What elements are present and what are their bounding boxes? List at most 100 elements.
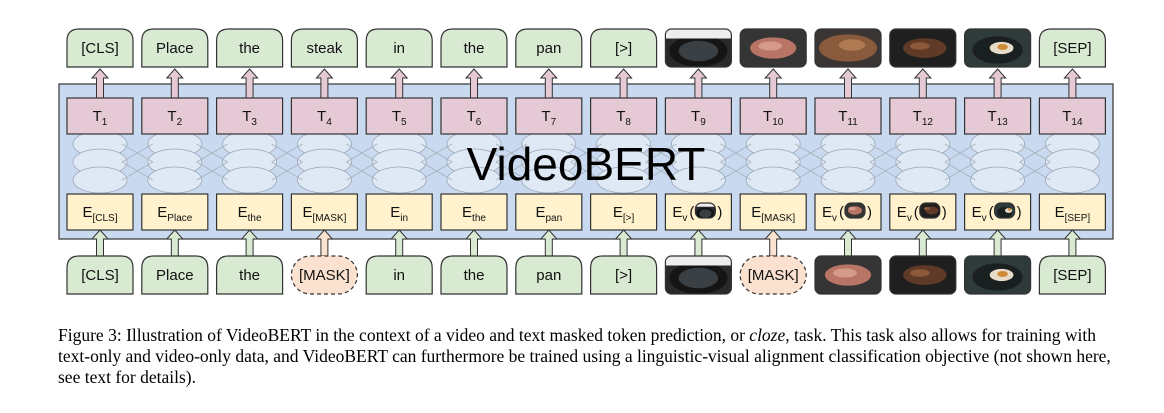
hidden-state: T8	[589, 97, 658, 135]
figure-caption: Figure 3: Illustration of VideoBERT in t…	[58, 325, 1118, 388]
attention-link	[1019, 143, 1051, 163]
output-token: [SEP]	[1038, 28, 1106, 68]
hidden-state: T5	[365, 97, 433, 135]
attention-link	[495, 143, 528, 163]
paren-open: (	[689, 204, 694, 221]
attention-link	[869, 161, 902, 181]
input-token-label: pan	[536, 267, 561, 284]
attention-link	[944, 143, 976, 163]
attention-link	[196, 161, 228, 181]
paren-open: (	[914, 204, 919, 221]
attention-node	[970, 166, 1025, 194]
paren-close: )	[942, 204, 947, 221]
attention-link	[346, 161, 378, 181]
hidden-state-label: T6	[467, 108, 482, 128]
paren-open: (	[839, 204, 844, 221]
output-token: in	[365, 28, 433, 68]
input-token-image	[814, 255, 882, 295]
embedding: Ethe	[440, 193, 508, 231]
embedding-thumbnail	[919, 202, 941, 219]
output-token: steak	[290, 28, 358, 68]
output-token-image	[889, 28, 957, 68]
embedding: E[>]	[589, 193, 658, 231]
embedding-label: Ethe	[462, 204, 486, 224]
embedding: Ein	[365, 193, 433, 231]
hidden-state: T11	[814, 97, 882, 135]
input-token-label: Place	[156, 267, 194, 284]
input-token-label: [MASK]	[299, 267, 350, 284]
hidden-state: T3	[216, 97, 284, 135]
hidden-state-label: T11	[838, 108, 858, 128]
attention-link	[944, 161, 976, 181]
attention-link	[271, 143, 303, 163]
output-token-label: the	[239, 40, 260, 57]
attention-node	[745, 166, 801, 194]
embedding-label: E[MASK]	[751, 204, 795, 224]
hidden-state-label: T14	[1062, 108, 1083, 128]
output-token: pan	[515, 28, 583, 68]
embedding-thumbnail	[694, 202, 717, 219]
attention-node	[820, 166, 876, 194]
output-token-label: steak	[306, 40, 342, 57]
embedding-label: Epan	[535, 204, 562, 224]
embedding-label: Ev	[822, 204, 837, 224]
input-token-image	[963, 255, 1032, 295]
attention-node	[1045, 166, 1100, 194]
attention-link	[121, 143, 154, 163]
hidden-state: T7	[515, 97, 583, 135]
attention-link	[720, 143, 752, 163]
attention-link	[121, 161, 154, 181]
input-token-label: [CLS]	[81, 267, 119, 284]
hidden-state: T6	[440, 97, 508, 135]
embedding: Ev()	[889, 193, 957, 231]
attention-link	[346, 143, 378, 163]
input-token-label: the	[464, 267, 485, 284]
input-token: in	[365, 255, 433, 295]
embedding-label: E[CLS]	[82, 204, 117, 224]
embedding-label: E[>]	[613, 204, 635, 224]
caption-text-1: Illustration of VideoBERT in the context…	[126, 325, 745, 345]
hidden-state-label: T10	[763, 108, 784, 128]
embedding: E[MASK]	[290, 193, 358, 231]
hidden-state-label: T1	[93, 108, 108, 128]
embedding: E[MASK]	[739, 193, 807, 231]
paren-close: )	[1017, 204, 1022, 221]
attention-link	[794, 161, 827, 181]
embedding: Epan	[515, 193, 583, 231]
hidden-state-label: T4	[317, 108, 332, 128]
attention-link	[420, 161, 453, 181]
output-token: the	[440, 28, 508, 68]
attention-node	[371, 166, 427, 194]
attention-link	[271, 161, 303, 181]
hidden-state-label: T3	[242, 108, 257, 128]
attention-link	[794, 143, 827, 163]
output-token: Place	[141, 28, 209, 68]
embedding-thumbnail	[993, 202, 1016, 219]
input-token: [>]	[590, 255, 658, 295]
hidden-state: T14	[1038, 97, 1107, 135]
hidden-state-label: T12	[913, 108, 934, 128]
attention-node	[72, 166, 128, 194]
arrows	[90, 68, 1082, 257]
output-token-image	[664, 28, 733, 68]
caption-cloze: cloze	[749, 325, 786, 345]
embedding-thumbnail	[844, 202, 866, 219]
output-token-label: [SEP]	[1053, 40, 1091, 57]
hidden-state: T12	[889, 97, 957, 135]
attention-node	[446, 166, 502, 194]
caption-label: Figure 3:	[58, 325, 122, 345]
attention-link	[196, 143, 228, 163]
embedding: E[SEP]	[1038, 193, 1107, 231]
input-token: [CLS]	[66, 255, 134, 295]
embedding: Ev()	[664, 193, 733, 231]
hidden-state-label: T13	[987, 108, 1008, 128]
input-token-image	[664, 255, 733, 295]
hidden-state: T1	[66, 97, 134, 135]
embedding: Ethe	[216, 193, 284, 231]
attention-layers	[72, 130, 1100, 194]
output-token-label: pan	[536, 40, 561, 57]
attention-link	[869, 143, 902, 163]
attention-node	[521, 166, 577, 194]
embedding: Ev()	[814, 193, 882, 231]
